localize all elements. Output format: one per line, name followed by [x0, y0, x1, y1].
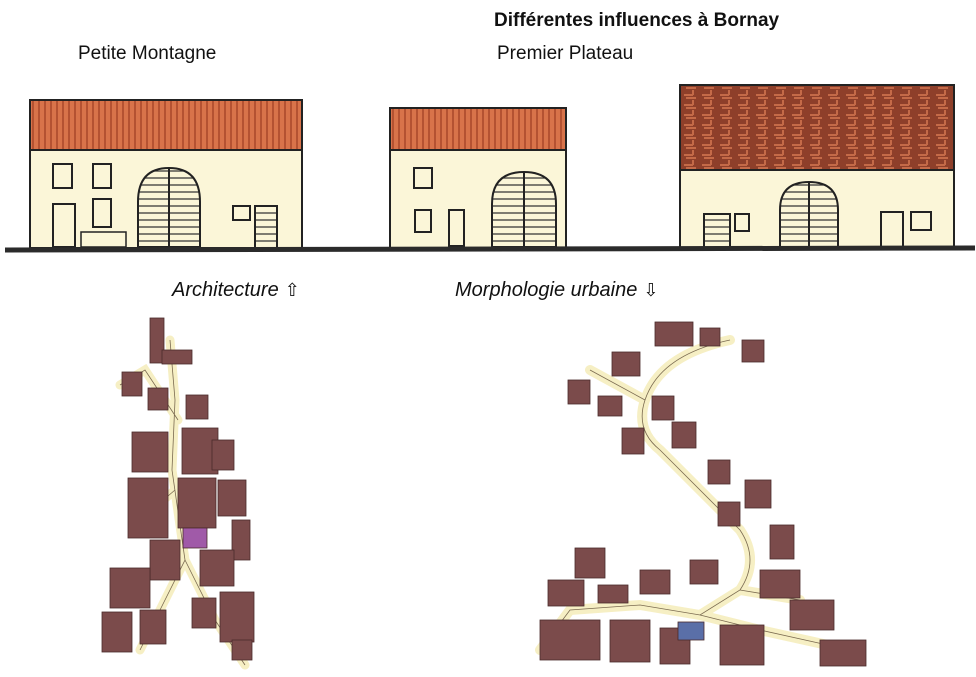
down-arrow-icon: ⇩ — [643, 280, 659, 300]
facade-premier-plateau-1 — [389, 107, 567, 249]
caption-morphology-text: Morphologie urbaine — [455, 279, 638, 301]
page-title: Différentes influences à Bornay — [494, 10, 780, 31]
up-arrow-icon: ⇧ — [284, 280, 300, 300]
caption-architecture: Architecture⇧ — [172, 279, 300, 301]
label-premier-plateau: Premier Plateau — [497, 43, 634, 64]
ground-line — [4, 245, 976, 253]
caption-architecture-text: Architecture — [172, 279, 279, 301]
urban-plan-left — [101, 317, 255, 670]
facade-premier-plateau-2 — [679, 84, 955, 249]
urban-plan-right — [535, 321, 867, 667]
label-petite-montagne: Petite Montagne — [78, 43, 217, 64]
caption-morphology: Morphologie urbaine⇩ — [455, 279, 658, 301]
public-building-blue — [677, 621, 705, 641]
public-building-purple — [182, 527, 208, 549]
facade-petite-montagne — [29, 99, 303, 249]
